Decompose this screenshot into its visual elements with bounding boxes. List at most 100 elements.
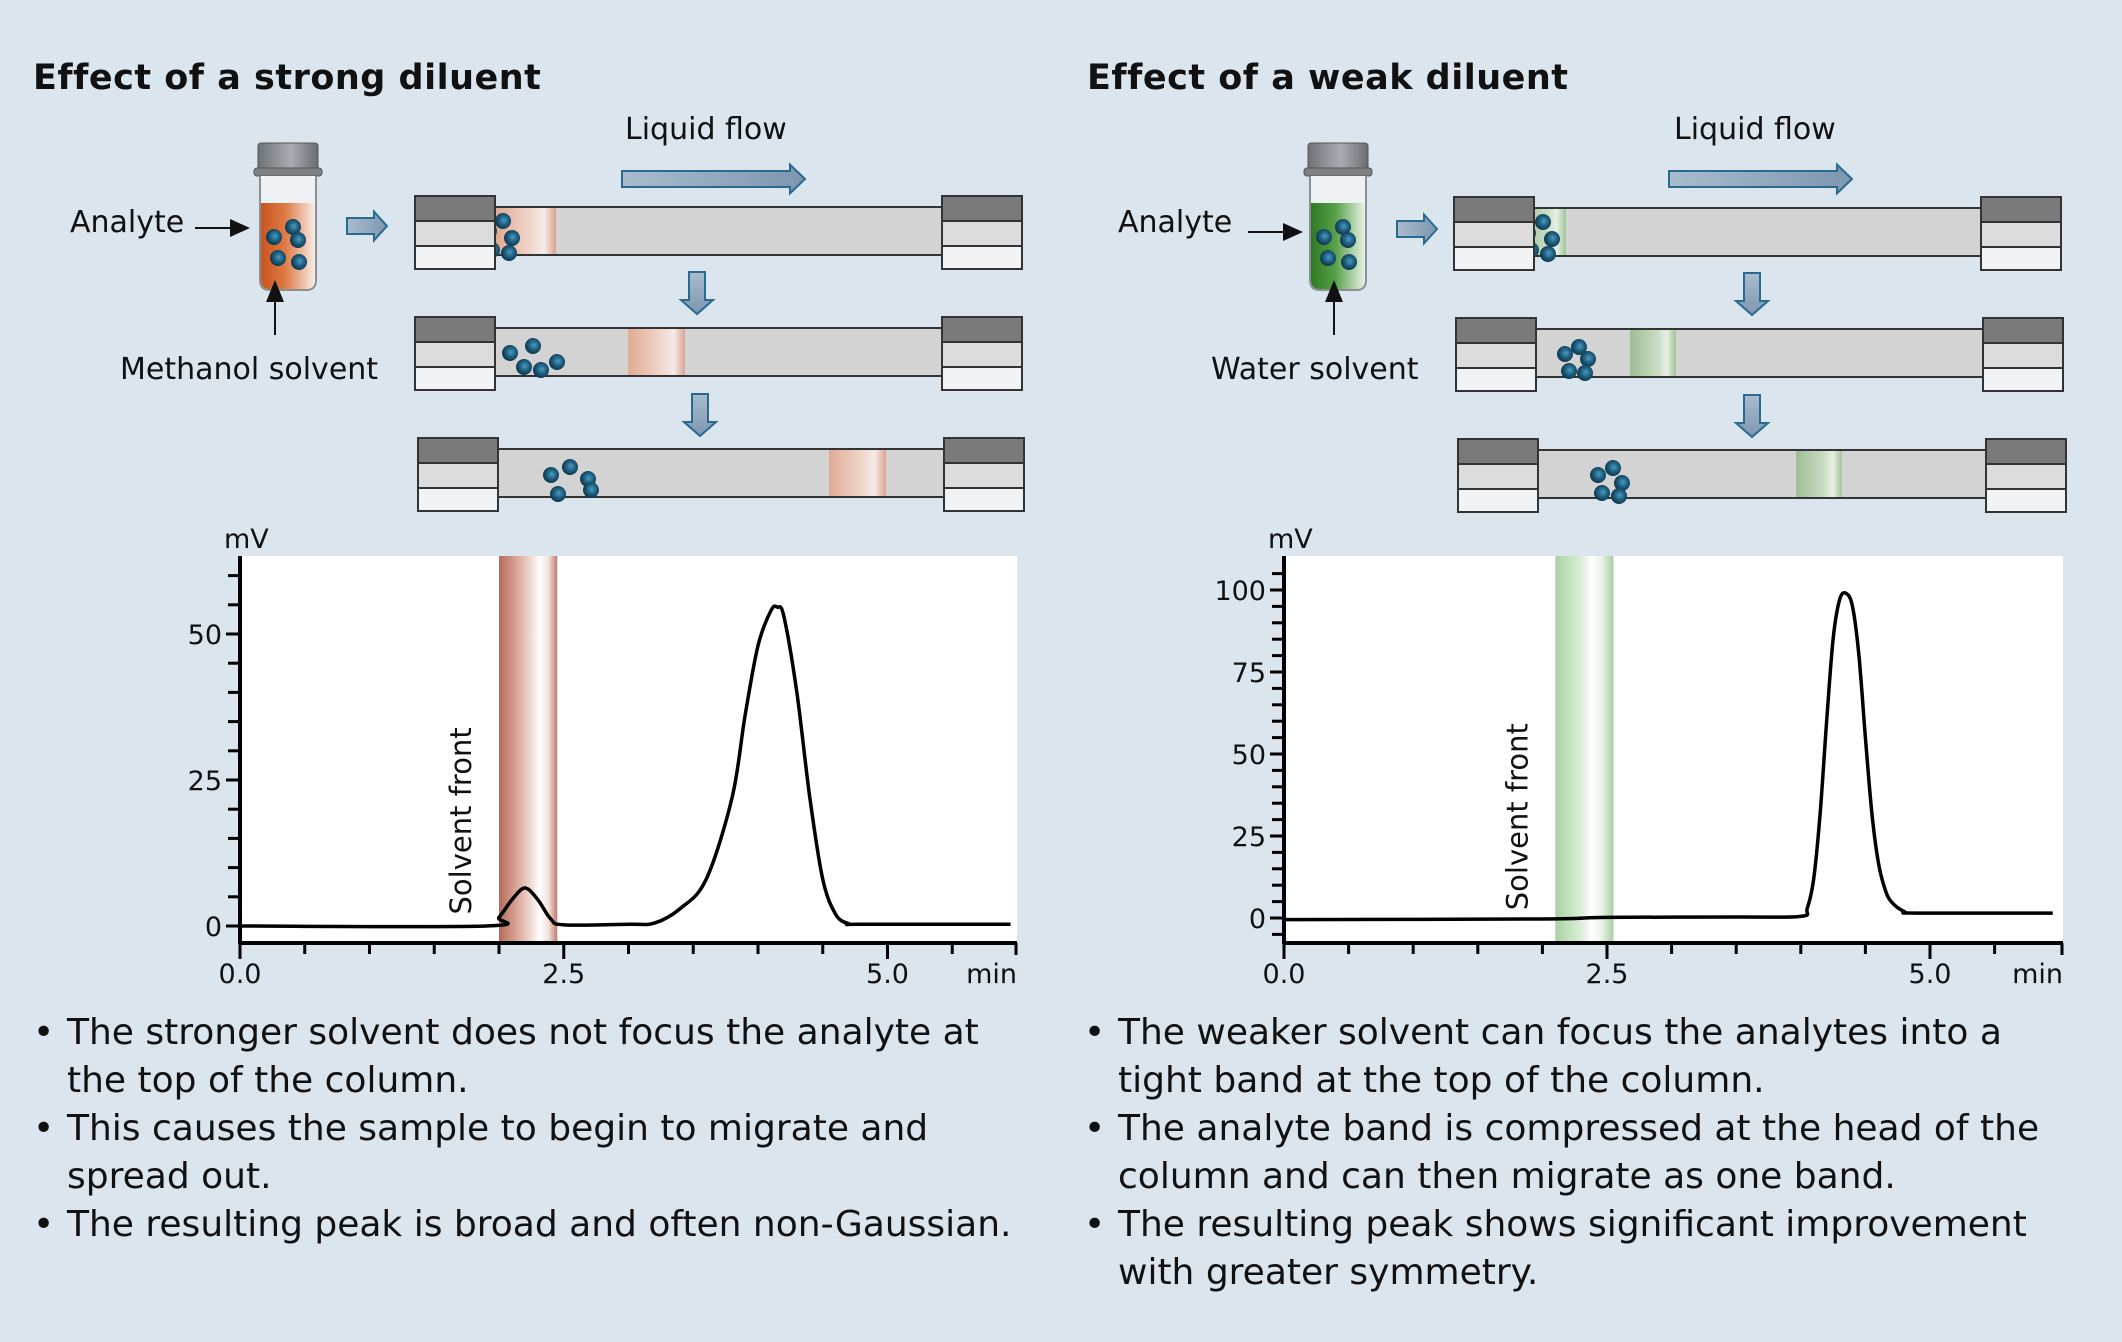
x-axis-label: min [966,959,1017,990]
analyte-ball [562,459,578,475]
column-end-fitting [1455,317,1537,392]
solvent-front-label: Solvent front [444,727,478,914]
vial-cap-rim [1303,167,1373,177]
analyte-ball [270,250,286,266]
analyte-ball [1535,214,1551,230]
analyte-ball [1544,231,1560,247]
analyte-ball [1580,351,1596,367]
sample-vial [253,142,323,291]
column-end-fitting [1980,196,2062,271]
hplc-column [494,327,943,378]
solvent-pointer-arrowhead-icon [1325,280,1343,302]
analyte-ball [583,482,599,498]
analyte-ball [1335,219,1351,235]
y-tick-label: 100 [1214,576,1266,607]
arrow-right-icon [1668,162,1854,196]
solvent-front-band [1555,556,1614,943]
x-tick-label: 0.0 [219,959,262,990]
analyte-ball [1316,229,1332,245]
analyte-ball [516,359,532,375]
left-title: Effect of a strong diluent [33,58,542,98]
hplc-column [497,448,945,502]
right-bullet: The weaker solvent can focus the analyte… [1084,1009,2084,1105]
analyte-ball [1611,488,1627,504]
column-end-fitting [414,316,496,391]
analyte-ball [266,229,282,245]
y-tick-label: 50 [1232,740,1266,771]
solvent-band [1630,330,1676,376]
y-tick-label: 25 [188,766,222,797]
solvent-band [1796,451,1842,497]
analyte-pointer-arrowhead-icon [230,219,250,237]
column-end-fitting [943,437,1025,512]
analyte-ball [290,232,306,248]
left-solvent-label: Methanol solvent [120,352,379,387]
analyte-ball [495,213,511,229]
analyte-ball [1605,460,1621,476]
analyte-ball [550,486,566,502]
left-bullet: The resulting peak is broad and often no… [33,1201,1043,1249]
analyte-ball [1320,250,1336,266]
column-end-fitting [414,195,496,270]
right-analyte-label: Analyte [1118,205,1233,240]
column-end-fitting [417,437,499,512]
left-bullet: This causes the sample to begin to migra… [33,1105,1043,1201]
analyte-ball [504,230,520,246]
analyte-ball [525,338,541,354]
vial-liquid [1311,203,1365,289]
x-axis-label: min [2012,959,2063,990]
x-tick-label: 5.0 [866,959,909,990]
analyte-ball [533,362,549,378]
analyte-ball [502,345,518,361]
analyte-ball [1340,232,1356,248]
hplc-column [1535,328,1984,381]
right-solvent-label: Water solvent [1211,352,1419,387]
analyte-ball [1614,475,1630,491]
column-end-fitting [1453,196,1535,271]
column-tube [494,327,943,377]
x-tick-label: 2.5 [1586,959,1629,990]
hplc-column [1519,207,1982,262]
left-analyte-label: Analyte [70,205,185,240]
arrow-right-icon [346,209,389,243]
column-tube [1533,207,1982,257]
right-flow-label: Liquid flow [1674,112,1836,147]
x-tick-label: 0.0 [1263,959,1306,990]
solvent-pointer-arrowhead-icon [266,280,284,302]
column-end-fitting [941,195,1023,270]
arrow-down-icon [678,271,716,316]
y-tick-label: 25 [1232,822,1266,853]
arrow-down-icon [681,393,719,438]
column-end-fitting [1982,317,2064,392]
analyte-ball [285,219,301,235]
chromatogram-line [1283,591,2053,922]
right-bullet: The resulting peak shows significant imp… [1084,1201,2084,1297]
arrow-right-icon [621,162,807,196]
column-tube [1535,328,1984,378]
left-bullet: The stronger solvent does not focus the … [33,1009,1043,1105]
analyte-ball [1571,339,1587,355]
column-tube [494,206,943,256]
right-bullet-list: The weaker solvent can focus the analyte… [1084,1009,2084,1297]
y-tick-label: 50 [188,620,222,651]
arrow-down-icon [1733,272,1771,317]
left-flow-label: Liquid flow [625,112,787,147]
analyte-ball [1590,467,1606,483]
hplc-column [1537,449,1987,504]
sample-vial [1303,142,1373,291]
hplc-column [481,206,943,261]
column-end-fitting [1457,438,1539,513]
solvent-band [628,329,685,375]
analyte-ball [501,245,517,261]
y-tick-label: 0 [205,912,222,943]
x-tick-label: 5.0 [1909,959,1952,990]
y-tick-label: 75 [1232,658,1266,689]
analyte-ball [543,467,559,483]
analyte-ball [1561,363,1577,379]
analyte-ball [1341,254,1357,270]
analyte-ball [1594,485,1610,501]
vial-cap-rim [253,167,323,177]
solvent-front-band [499,556,558,943]
analyte-ball [1540,246,1556,262]
x-tick-label: 2.5 [542,959,585,990]
